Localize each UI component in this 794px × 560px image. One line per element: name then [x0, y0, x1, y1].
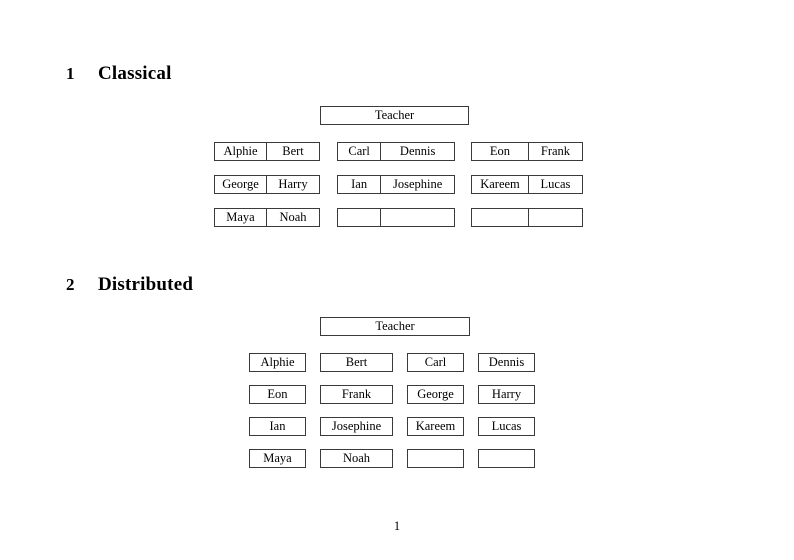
- table-row: Maya Noah: [214, 208, 583, 227]
- table-row: Eon Frank George Harry: [249, 385, 535, 404]
- table-row: Ian Josephine Kareem Lucas: [249, 417, 535, 436]
- name-box: Kareem: [407, 417, 464, 436]
- name-box: Maya: [249, 449, 306, 468]
- table-row: Alphie Bert Carl Dennis: [249, 353, 535, 372]
- name-cell: Josephine: [392, 177, 443, 192]
- name-cell: Carl: [338, 143, 382, 160]
- teacher-box: Teacher: [320, 317, 470, 336]
- name-cell: George: [215, 176, 268, 193]
- section-heading-distributed: 2 Distributed: [66, 274, 193, 296]
- cell-group: George Harry: [214, 175, 320, 194]
- name-box: Eon: [249, 385, 306, 404]
- section-number: 1: [66, 64, 75, 83]
- cell-group: [471, 208, 583, 227]
- empty-cell: [338, 209, 382, 226]
- section-title: Classical: [98, 63, 172, 84]
- table-row: Alphie Bert Carl Dennis Eon Frank: [214, 142, 583, 161]
- teacher-row: Teacher: [249, 317, 535, 336]
- name-box: Ian: [249, 417, 306, 436]
- empty-cell: [472, 209, 529, 226]
- section-number: 2: [66, 275, 75, 294]
- name-box: Josephine: [320, 417, 393, 436]
- name-box: Dennis: [478, 353, 535, 372]
- distributed-diagram: Teacher Alphie Bert Carl Dennis Eon Fran…: [249, 317, 535, 481]
- name-cell: Harry: [278, 177, 308, 192]
- empty-cell: [381, 209, 454, 226]
- cell-group: Ian Josephine: [337, 175, 455, 194]
- name-cell: Eon: [472, 143, 529, 160]
- name-box: George: [407, 385, 464, 404]
- name-box: Frank: [320, 385, 393, 404]
- name-cell: Maya: [215, 209, 268, 226]
- name-cell: Bert: [282, 144, 304, 159]
- classical-diagram: Teacher Alphie Bert Carl Dennis Eon Fran…: [214, 106, 583, 227]
- cell-group: Eon Frank: [471, 142, 583, 161]
- cell-group: Kareem Lucas: [471, 175, 583, 194]
- empty-box: [478, 449, 535, 468]
- name-cell: Noah: [279, 210, 307, 225]
- name-box: Carl: [407, 353, 464, 372]
- teacher-row: Teacher: [214, 106, 583, 125]
- teacher-box: Teacher: [320, 106, 469, 125]
- name-cell: Lucas: [540, 177, 571, 192]
- name-box: Lucas: [478, 417, 535, 436]
- empty-cell: [529, 209, 582, 226]
- name-box: Harry: [478, 385, 535, 404]
- name-box: Noah: [320, 449, 393, 468]
- name-box: Alphie: [249, 353, 306, 372]
- cell-group: Maya Noah: [214, 208, 320, 227]
- cell-group: [337, 208, 455, 227]
- name-cell: Alphie: [215, 143, 268, 160]
- empty-box: [407, 449, 464, 468]
- name-box: Bert: [320, 353, 393, 372]
- name-cell: Frank: [540, 144, 571, 159]
- section-title: Distributed: [98, 274, 194, 295]
- section-heading-classical: 1 Classical: [66, 63, 172, 85]
- table-row: George Harry Ian Josephine Kareem Lucas: [214, 175, 583, 194]
- page-number: 1: [393, 519, 401, 533]
- cell-group: Carl Dennis: [337, 142, 455, 161]
- table-row: Maya Noah: [249, 449, 535, 468]
- name-cell: Kareem: [472, 176, 529, 193]
- cell-group: Alphie Bert: [214, 142, 320, 161]
- name-cell: Dennis: [399, 144, 436, 159]
- name-cell: Ian: [338, 176, 382, 193]
